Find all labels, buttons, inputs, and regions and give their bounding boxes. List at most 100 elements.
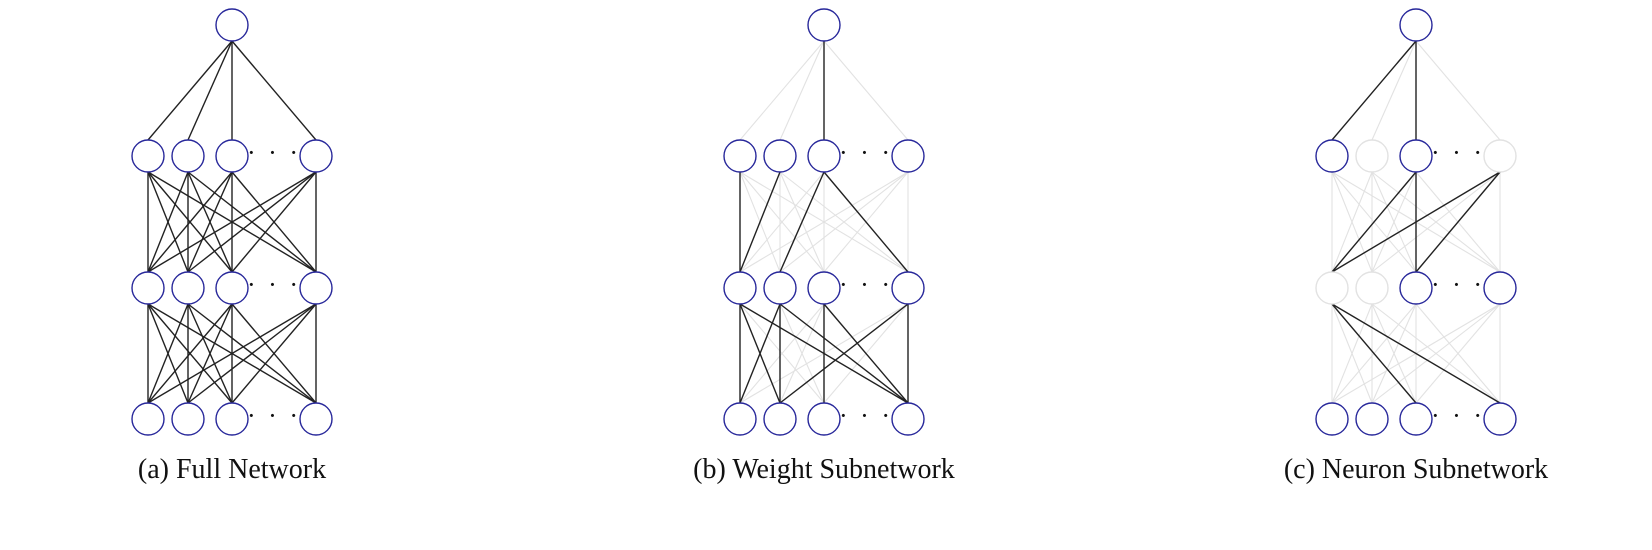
node-layer-3-1 xyxy=(171,402,205,436)
node-layer-2-1 xyxy=(763,271,797,305)
edges xyxy=(739,40,909,404)
node-layer-1-3 xyxy=(891,139,925,173)
node-layer-3-2 xyxy=(1399,402,1433,436)
node-layer-2-1 xyxy=(171,271,205,305)
edge-layer-3-2-to-layer-2-1-inactive xyxy=(779,303,825,404)
edge-layer-3-2-to-layer-2-1-active xyxy=(187,303,233,404)
edge-layer-3-2-to-layer-2-0-active xyxy=(1331,303,1417,404)
edge-layer-3-1-to-layer-2-0-active xyxy=(739,303,781,404)
nodes: · · · · · · · · · xyxy=(131,8,333,436)
ellipsis-layer-1: · · · xyxy=(1431,138,1485,167)
edge-layer-2-2-to-layer-1-1-inactive xyxy=(1371,171,1417,273)
edge-layer-1-1-to-output-active xyxy=(187,40,233,141)
node-layer-1-1-inactive xyxy=(1355,139,1389,173)
node-layer-1-1 xyxy=(171,139,205,173)
ellipsis-layer-2: · · · xyxy=(247,270,301,299)
edge-layer-2-3-to-layer-1-1-active xyxy=(187,171,317,273)
edge-layer-3-3-to-layer-2-0-active xyxy=(739,303,909,404)
ellipsis-layer-2: · · · xyxy=(1431,270,1485,299)
edges xyxy=(147,40,317,404)
node-layer-2-0 xyxy=(723,271,757,305)
caption-neuron: (c) Neuron Subnetwork xyxy=(1284,454,1548,485)
ellipsis-layer-3: · · · xyxy=(247,401,301,430)
edge-layer-1-0-to-output-active xyxy=(1331,40,1417,141)
edge-layer-2-1-to-layer-1-2-active xyxy=(779,171,825,273)
edge-layer-3-3-to-layer-2-2-active xyxy=(823,303,909,404)
node-layer-3-3 xyxy=(1483,402,1517,436)
node-layer-1-2 xyxy=(807,139,841,173)
edge-layer-2-3-to-layer-1-1-inactive xyxy=(779,171,909,273)
edge-layer-2-1-to-layer-1-0-inactive xyxy=(1331,171,1373,273)
node-layer-1-0 xyxy=(131,139,165,173)
ellipsis-layer-3: · · · xyxy=(839,401,893,430)
edge-layer-2-1-to-layer-1-0-active xyxy=(147,171,189,273)
output-node xyxy=(807,8,841,42)
node-layer-1-0 xyxy=(1315,139,1349,173)
edge-layer-1-3-to-output-inactive xyxy=(1415,40,1501,141)
edge-layer-2-0-to-layer-1-1-active xyxy=(739,171,781,273)
edge-layer-1-1-to-output-inactive xyxy=(779,40,825,141)
nodes: · · · · · · · · · xyxy=(723,8,925,436)
node-layer-1-2 xyxy=(1399,139,1433,173)
edge-layer-3-3-to-layer-2-0-active xyxy=(147,303,317,404)
edge-layer-1-0-to-output-inactive xyxy=(739,40,825,141)
node-layer-2-3 xyxy=(1483,271,1517,305)
edge-layer-2-3-to-layer-1-2-active xyxy=(823,171,909,273)
edge-layer-3-3-to-layer-2-1-inactive xyxy=(1371,303,1501,404)
node-layer-2-3 xyxy=(299,271,333,305)
panel-neuron-subnetwork: · · · · · · · · · (c) Neuron Subnetwork xyxy=(1284,8,1548,485)
edge-layer-3-3-to-layer-2-1-active xyxy=(779,303,909,404)
node-layer-3-2 xyxy=(807,402,841,436)
node-layer-2-2 xyxy=(1399,271,1433,305)
ellipsis-layer-1: · · · xyxy=(247,138,301,167)
node-layer-3-2 xyxy=(215,402,249,436)
edge-layer-2-3-to-layer-1-0-active xyxy=(147,171,317,273)
edge-layer-2-3-to-layer-1-1-inactive xyxy=(1371,171,1501,273)
output-node xyxy=(215,8,249,42)
node-layer-1-2 xyxy=(215,139,249,173)
edge-layer-3-3-to-layer-2-2-active xyxy=(231,303,317,404)
edge-layer-3-1-to-layer-2-0-inactive xyxy=(1331,303,1373,404)
node-layer-2-0 xyxy=(131,271,165,305)
node-layer-1-0 xyxy=(723,139,757,173)
ellipsis-layer-3: · · · xyxy=(1431,401,1485,430)
edge-layer-2-3-to-layer-1-0-inactive xyxy=(739,171,909,273)
ellipsis-layer-2: · · · xyxy=(839,270,893,299)
caption-full: (a) Full Network xyxy=(138,454,326,485)
node-layer-2-0-inactive xyxy=(1315,271,1349,305)
edge-layer-2-0-to-layer-1-2-active xyxy=(1331,171,1417,273)
edge-layer-1-1-to-output-inactive xyxy=(1371,40,1417,141)
panel-full-network: · · · · · · · · · (a) Full Network xyxy=(131,8,333,485)
node-layer-2-2 xyxy=(807,271,841,305)
edge-layer-3-3-to-layer-2-2-inactive xyxy=(1415,303,1501,404)
node-layer-1-3 xyxy=(299,139,333,173)
edge-layer-2-2-to-layer-1-0-active xyxy=(147,171,233,273)
edge-layer-2-2-to-layer-1-3-active xyxy=(1415,171,1501,273)
ellipsis-layer-1: · · · xyxy=(839,138,893,167)
edge-layer-2-3-to-layer-1-2-active xyxy=(231,171,317,273)
edge-layer-3-2-to-layer-2-0-active xyxy=(147,303,233,404)
edge-layer-3-2-to-layer-2-1-inactive xyxy=(1371,303,1417,404)
node-layer-1-3-inactive xyxy=(1483,139,1517,173)
output-node xyxy=(1399,8,1433,42)
edges xyxy=(1331,40,1501,404)
edge-layer-3-3-to-layer-2-0-active xyxy=(1331,303,1501,404)
node-layer-3-1 xyxy=(763,402,797,436)
edge-layer-1-3-to-output-inactive xyxy=(823,40,909,141)
edge-layer-3-2-to-layer-2-0-inactive xyxy=(739,303,825,404)
node-layer-3-1 xyxy=(1355,402,1389,436)
node-layer-3-0 xyxy=(131,402,165,436)
node-layer-3-3 xyxy=(299,402,333,436)
edge-layer-2-2-to-layer-1-1-active xyxy=(187,171,233,273)
node-layer-2-1-inactive xyxy=(1355,271,1389,305)
node-layer-3-0 xyxy=(1315,402,1349,436)
node-layer-2-3 xyxy=(891,271,925,305)
edge-layer-2-2-to-layer-1-0-inactive xyxy=(739,171,825,273)
edge-layer-1-3-to-output-active xyxy=(231,40,317,141)
node-layer-1-1 xyxy=(763,139,797,173)
edge-layer-3-3-to-layer-2-1-active xyxy=(187,303,317,404)
nodes: · · · · · · · · · xyxy=(1315,8,1517,436)
node-layer-3-0 xyxy=(723,402,757,436)
node-layer-2-2 xyxy=(215,271,249,305)
